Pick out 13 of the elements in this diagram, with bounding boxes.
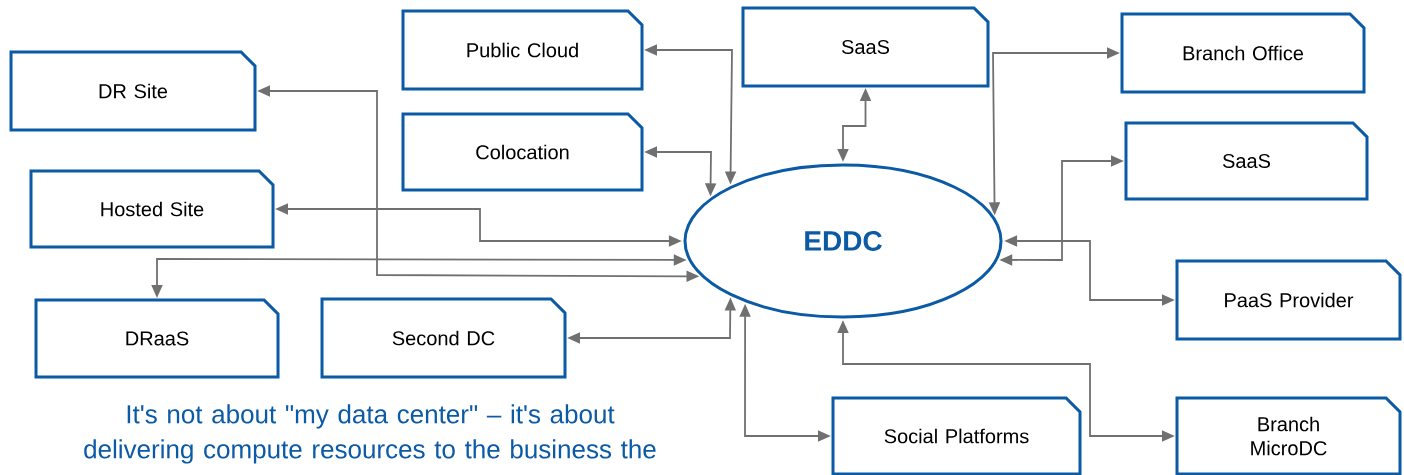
site-box: DR Site xyxy=(9,50,257,132)
site-box: SaaS xyxy=(741,6,990,88)
site-box: Hosted Site xyxy=(29,169,275,249)
site-box: Second DC xyxy=(320,297,567,379)
site-box: PaaS Provider xyxy=(1175,259,1402,341)
site-box: DRaaS xyxy=(34,298,280,379)
site-box: Branch MicroDC xyxy=(1175,396,1402,475)
site-box: SaaS xyxy=(1124,121,1369,201)
site-box: Social Platforms xyxy=(831,396,1082,475)
caption-text: It's not about "my data center" – it's about delivering compute resources to the business the xyxy=(84,404,656,464)
site-box: Branch Office xyxy=(1120,12,1366,94)
site-box: Colocation xyxy=(401,112,644,192)
site-box: Public Cloud xyxy=(401,9,644,91)
